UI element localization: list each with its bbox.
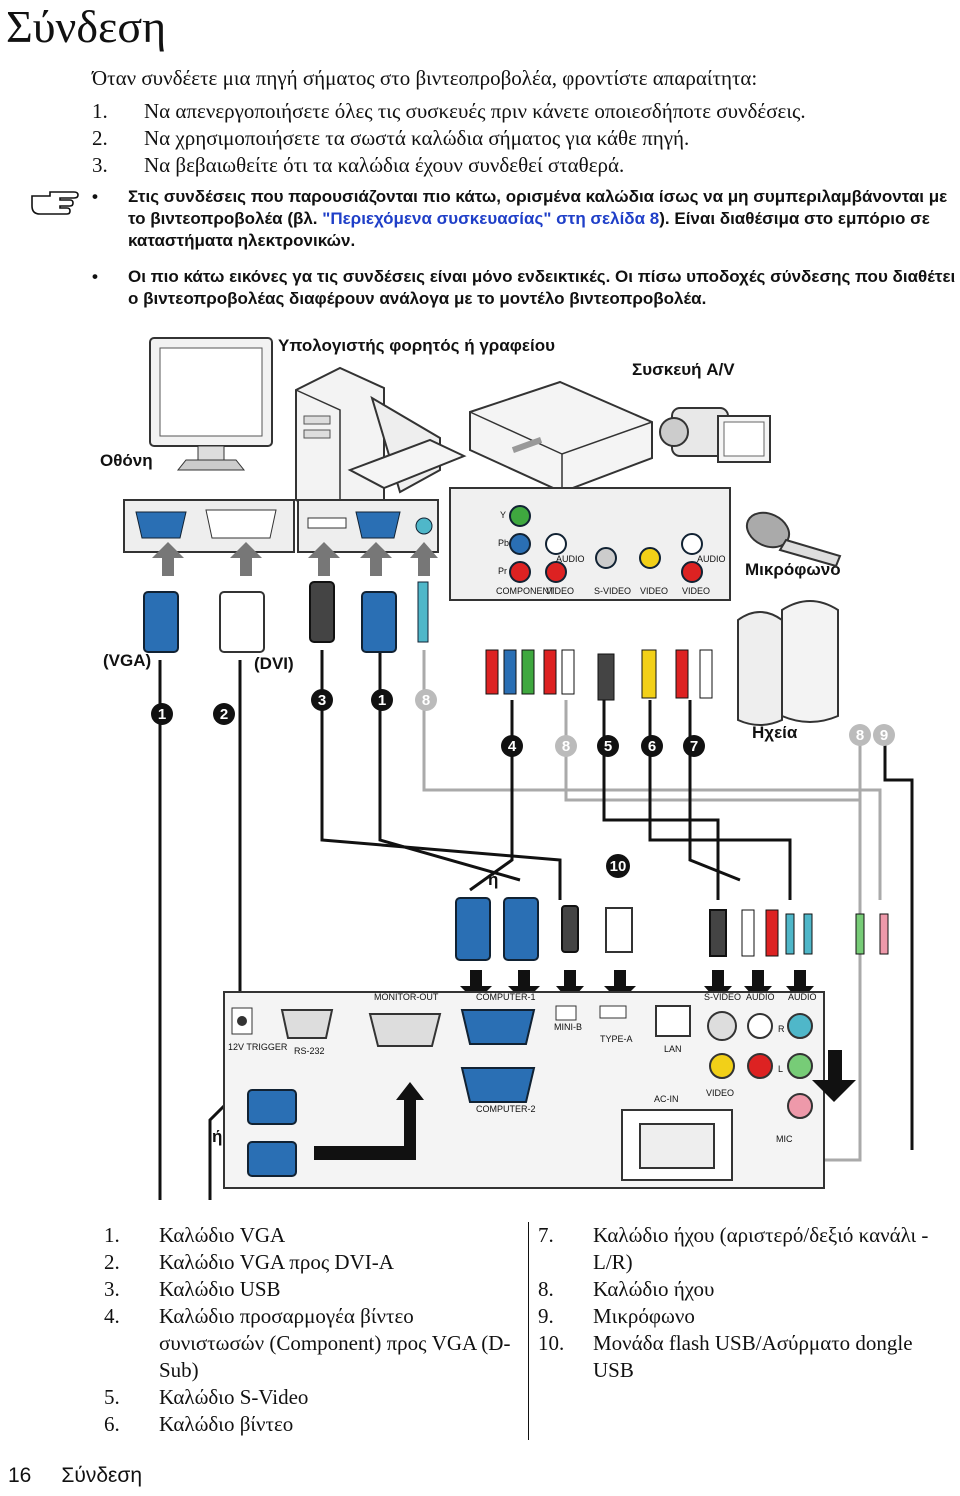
projector-side-plugs <box>455 897 889 961</box>
svg-text:12V TRIGGER: 12V TRIGGER <box>228 1042 288 1052</box>
speakers-label: Ηχεία <box>752 723 798 742</box>
bottom-vga-connectors <box>247 1089 297 1177</box>
legend-item: 8.Καλώδιο ήχου <box>538 1277 715 1301</box>
rca-plugs <box>485 649 713 701</box>
intro-text: Όταν συνδέετε μια πηγή σήματος στο βιντε… <box>92 66 758 90</box>
package-contents-link[interactable]: "Περιεχόμενα συσκευασίας" στη σελίδα 8 <box>322 209 660 228</box>
svg-text:TYPE-A: TYPE-A <box>600 1034 633 1044</box>
monitor-label: Οθόνη <box>100 451 153 470</box>
svg-text:RS-232: RS-232 <box>294 1046 325 1056</box>
step-item: 3.Να βεβαιωθείτε ότι τα καλώδια έχουν συ… <box>92 153 625 177</box>
projector-input-arrows <box>314 1050 856 1160</box>
legend-item: 5.Καλώδιο S-Video <box>104 1385 309 1409</box>
vga-label: (VGA) <box>103 651 151 670</box>
svg-text:8: 8 <box>856 727 864 744</box>
step-item: 1.Να απενεργοποιήσετε όλες τις συσκευές … <box>92 99 806 123</box>
svg-text:MINI-B: MINI-B <box>554 1022 582 1032</box>
svg-text:1: 1 <box>158 706 166 723</box>
svg-text:L: L <box>778 1064 783 1074</box>
svg-text:R: R <box>778 1024 785 1034</box>
dvd-player-icon <box>469 380 653 494</box>
speakers-icon <box>737 600 839 726</box>
svg-text:4: 4 <box>508 738 517 755</box>
svg-text:AUDIO: AUDIO <box>697 554 726 564</box>
note-item: • Στις συνδέσεις που παρουσιάζονται πιο … <box>92 187 948 250</box>
desktop-computer-icon <box>295 366 385 522</box>
svg-text:VIDEO: VIDEO <box>640 586 668 596</box>
av-ports-panel: Y Pb Pr COMPONENT VIDEO AUDIO S-VIDEO VI… <box>449 487 731 601</box>
legend-item: 1.Καλώδιο VGA <box>104 1223 286 1247</box>
svg-text:10: 10 <box>610 858 627 875</box>
legend-left: 1.Καλώδιο VGA 2.Καλώδιο VGA προς DVI-A 3… <box>104 1222 524 1438</box>
cable-number-markers: 1 2 3 1 8 4 8 5 6 7 8 9 10 <box>151 689 895 878</box>
microphone-icon <box>745 511 842 568</box>
or-label-bottom: ή <box>212 1127 222 1146</box>
connection-diagram: Υπολογιστής φορητός ή γραφείου Συσκευή A… <box>100 336 914 1200</box>
camcorder-icon <box>659 407 771 463</box>
svg-text:MONITOR-OUT: MONITOR-OUT <box>374 992 439 1002</box>
svg-text:COMPONENT: COMPONENT <box>496 586 555 596</box>
hand-pointing-icon <box>31 191 79 215</box>
av-device-label: Συσκευή A/V <box>632 360 735 379</box>
legend-item: 2.Καλώδιο VGA προς DVI-A <box>104 1250 394 1274</box>
svg-text:7: 7 <box>690 738 698 755</box>
svg-text:1: 1 <box>378 692 386 709</box>
or-label-top: ή <box>488 870 498 889</box>
vga-connectors <box>143 581 429 653</box>
svg-text:S-VIDEO: S-VIDEO <box>594 586 631 596</box>
legend-item: 3.Καλώδιο USB <box>104 1277 281 1301</box>
computer-label: Υπολογιστής φορητός ή γραφείου <box>278 336 555 355</box>
footer-section: Σύνδεση <box>61 1464 143 1487</box>
svg-text:2: 2 <box>220 706 228 723</box>
svg-text:8: 8 <box>562 738 570 755</box>
svg-text:COMPUTER-1: COMPUTER-1 <box>476 992 536 1002</box>
svg-text:S-VIDEO: S-VIDEO <box>704 992 741 1002</box>
upload-arrows <box>152 542 438 576</box>
svg-text:AUDIO: AUDIO <box>788 992 817 1002</box>
svg-text:VIDEO: VIDEO <box>682 586 710 596</box>
svg-text:AC-IN: AC-IN <box>654 1094 679 1104</box>
legend-item: 7.Καλώδιο ήχου (αριστερό/δεξιό κανάλι - … <box>538 1223 929 1274</box>
svg-text:6: 6 <box>648 738 656 755</box>
monitor-icon <box>149 337 273 471</box>
svg-text:3: 3 <box>318 692 326 709</box>
svg-text:9: 9 <box>880 727 888 744</box>
legend-item: 6.Καλώδιο βίντεο <box>104 1412 294 1436</box>
svg-text:AUDIO: AUDIO <box>556 554 585 564</box>
svg-text:VIDEO: VIDEO <box>546 586 574 596</box>
legend-item: 4.Καλώδιο προσαρμογέα βίντεο συνιστωσών … <box>104 1304 511 1382</box>
computer-ports-panel <box>123 499 439 553</box>
legend-divider <box>528 1222 529 1440</box>
svg-text:Y: Y <box>500 510 506 520</box>
dvi-label: (DVI) <box>254 654 294 673</box>
svg-text:8: 8 <box>422 692 430 709</box>
svg-text:VIDEO: VIDEO <box>706 1088 734 1098</box>
legend-item: 10.Μονάδα flash USB/Ασύρματο dongle USB <box>538 1331 913 1382</box>
svg-text:5: 5 <box>604 738 612 755</box>
page-title: Σύνδεση <box>6 1 167 52</box>
microphone-label: Μικρόφωνο <box>745 560 841 579</box>
svg-text:AUDIO: AUDIO <box>746 992 775 1002</box>
page-footer: 16 Σύνδεση <box>8 1464 142 1488</box>
svg-text:COMPUTER-2: COMPUTER-2 <box>476 1104 536 1114</box>
svg-text:LAN: LAN <box>664 1044 682 1054</box>
note-item: • Οι πιο κάτω εικόνες γα τις συνδέσεις ε… <box>92 267 956 308</box>
legend-right: 7.Καλώδιο ήχου (αριστερό/δεξιό κανάλι - … <box>538 1222 958 1384</box>
laptop-icon <box>347 395 467 494</box>
svg-text:MIC: MIC <box>776 1134 793 1144</box>
steps-list: 1.Να απενεργοποιήσετε όλες τις συσκευές … <box>92 98 806 179</box>
legend-item: 9.Μικρόφωνο <box>538 1304 695 1328</box>
page-number: 16 <box>8 1464 32 1487</box>
svg-text:Pb: Pb <box>498 538 509 548</box>
svg-text:Pr: Pr <box>498 566 507 576</box>
step-item: 2.Να χρησιμοποιήσετε τα σωστά καλώδια σή… <box>92 126 690 150</box>
notes-list: • Στις συνδέσεις που παρουσιάζονται πιο … <box>92 186 957 324</box>
